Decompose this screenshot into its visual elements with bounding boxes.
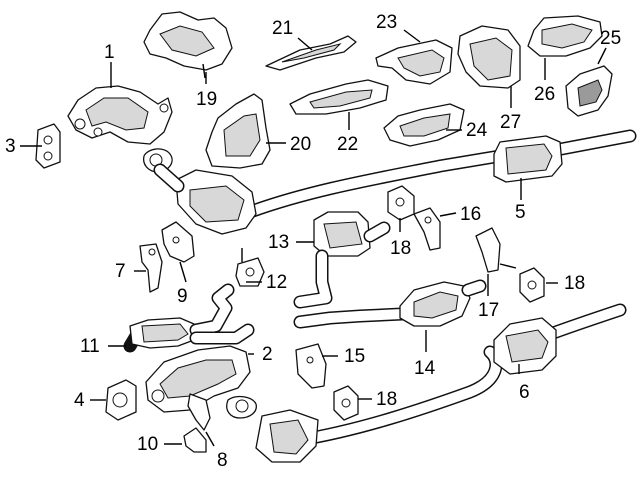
callout-1: 1 [104, 42, 115, 63]
heat-shield-24 [383, 103, 465, 147]
callout-17: 17 [478, 300, 499, 321]
callout-18a: 18 [390, 238, 411, 259]
callout-8: 8 [217, 450, 228, 471]
bracket-8 [187, 393, 211, 431]
hanger-17 [475, 227, 517, 273]
heat-shield-26 [527, 15, 603, 57]
callout-20: 20 [290, 134, 311, 155]
callout-19: 19 [196, 89, 217, 110]
leader-lines [20, 29, 607, 447]
callout-21: 21 [272, 18, 293, 39]
muffler-13 [293, 211, 391, 309]
callout-16: 16 [460, 204, 481, 225]
callout-25: 25 [600, 28, 621, 49]
callout-27: 27 [500, 112, 521, 133]
muffler-14 [293, 279, 487, 329]
hanger-12 [235, 248, 265, 287]
callout-3: 3 [5, 136, 16, 157]
callout-26: 26 [534, 84, 555, 105]
callout-2: 2 [262, 344, 273, 365]
callout-14: 14 [414, 358, 436, 379]
callout-24: 24 [466, 120, 488, 141]
callout-9: 9 [177, 286, 188, 307]
callout-10: 10 [137, 434, 158, 455]
front-pipe-2 [145, 345, 251, 413]
callout-7: 7 [115, 261, 126, 282]
exhaust-manifold-1 [67, 85, 173, 145]
callout-5: 5 [515, 202, 526, 223]
callout-4: 4 [74, 390, 85, 411]
callout-15: 15 [344, 346, 365, 367]
callout-18c: 18 [376, 389, 397, 410]
bracket-10 [183, 427, 207, 453]
callout-labels: 1 2 3 4 5 6 7 8 9 10 11 12 13 14 15 16 1… [5, 12, 621, 471]
callout-22: 22 [337, 134, 358, 155]
bracket-15 [295, 343, 327, 389]
callout-23: 23 [376, 12, 397, 33]
insulator-18c [333, 385, 359, 421]
heat-shield-25 [565, 65, 613, 117]
callout-11: 11 [80, 336, 100, 357]
heat-shield-23 [375, 39, 453, 85]
callout-13: 13 [268, 232, 289, 253]
insulator-18a [387, 185, 415, 221]
front-pipe-assembly-5 [142, 129, 637, 235]
insulator-18b [519, 267, 545, 303]
callout-12: 12 [266, 272, 287, 293]
heat-shield-27 [457, 25, 521, 89]
heat-shield-19 [143, 11, 233, 79]
heat-shield-21 [265, 35, 357, 71]
callout-6: 6 [519, 382, 530, 403]
pipe-gasket-4 [105, 379, 137, 421]
callout-18b: 18 [564, 273, 585, 294]
hanger-16 [413, 207, 441, 251]
heat-shield-22 [289, 79, 389, 115]
manifold-gasket-3 [35, 123, 61, 169]
resonator-11 [123, 283, 255, 353]
rear-converter-pipe-6 [226, 303, 627, 463]
heat-shield-20 [205, 93, 271, 169]
bracket-7 [139, 243, 163, 293]
bracket-9 [161, 221, 195, 263]
